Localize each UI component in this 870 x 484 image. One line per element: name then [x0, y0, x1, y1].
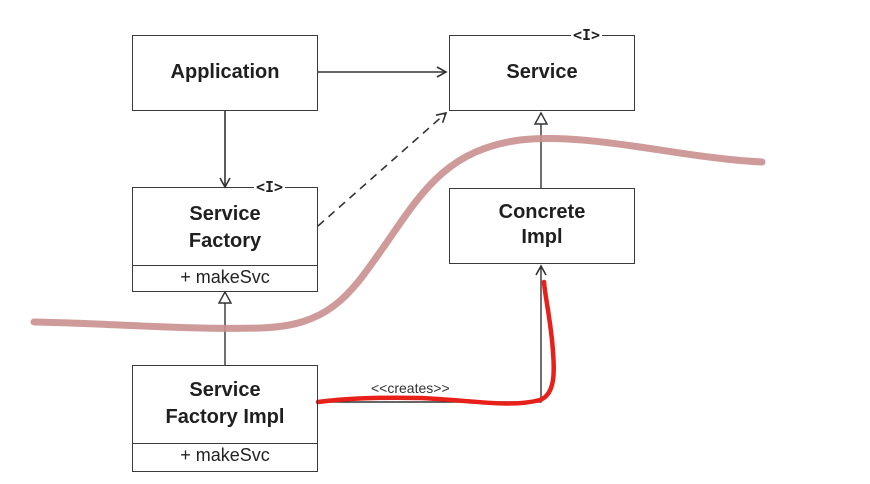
class-name: Application [170, 60, 280, 83]
interface-stereotype: <I> [571, 26, 603, 44]
class-name: Service Factory [188, 203, 262, 252]
creates-label: <<creates>> [371, 380, 450, 396]
class-name: Concrete Impl [498, 201, 586, 248]
class-concrete-impl[interactable]: Concrete Impl [449, 188, 635, 264]
class-name: Service [506, 60, 578, 83]
creates-highlight-line [315, 279, 557, 406]
class-operation: + makeSvc [133, 443, 317, 470]
interface-service-factory[interactable]: Service Factory + makeSvc [132, 187, 318, 292]
dependency-factory-service [317, 111, 448, 227]
class-service-factory-impl[interactable]: Service Factory Impl + makeSvc [132, 365, 318, 472]
class-operation: + makeSvc [133, 265, 317, 290]
interface-stereotype: <I> [254, 178, 286, 196]
architecture-boundary-line [30, 134, 766, 332]
class-application[interactable]: Application [132, 35, 318, 111]
interface-service[interactable]: Service [449, 35, 635, 111]
class-name: Service Factory Impl [165, 379, 285, 428]
